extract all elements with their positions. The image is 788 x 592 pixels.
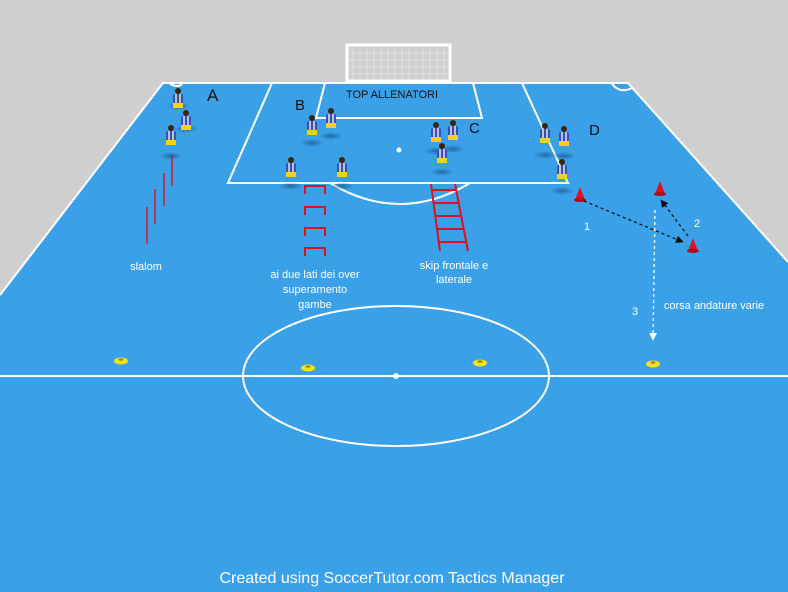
pitch-surface: [0, 83, 788, 592]
player: [174, 110, 198, 133]
label-over-line2: superamento: [283, 284, 347, 296]
player: [552, 126, 576, 160]
label-skip-line1: skip frontale e: [420, 260, 488, 272]
arrow-route-2: [660, 199, 689, 237]
yellow-markers: [114, 357, 660, 372]
station-label-c: C: [469, 120, 480, 137]
center-circle: [242, 305, 550, 447]
label-over-line1: ai due lati dei over: [270, 269, 360, 281]
route-number-3: 3: [632, 306, 638, 318]
player: [550, 159, 574, 195]
corner-arc-left: [169, 83, 183, 87]
label-over-line3: gambe: [298, 299, 332, 311]
players: [159, 88, 576, 195]
red-cones: [574, 181, 699, 253]
route-number-1: 1: [584, 221, 590, 233]
red-cone: [687, 238, 699, 253]
center-spot: [393, 373, 399, 379]
station-label-a: A: [207, 86, 219, 105]
goal-area: [314, 82, 484, 119]
player: [159, 125, 183, 160]
player: [533, 123, 557, 159]
movement-arrows: [583, 199, 689, 243]
yellow-marker: [114, 357, 128, 365]
player: [441, 120, 465, 153]
player: [279, 157, 303, 190]
label-slalom: slalom: [130, 261, 162, 273]
yellow-marker: [473, 359, 487, 367]
player: [430, 143, 454, 176]
penalty-arc: [329, 182, 471, 205]
agility-ladder: [430, 183, 469, 252]
penalty-spot: [396, 147, 402, 153]
player: [330, 157, 354, 190]
player: [166, 88, 190, 110]
label-skip-line2: laterale: [436, 274, 472, 286]
player: [300, 115, 324, 147]
red-cone: [654, 181, 666, 196]
corner-arc-right: [611, 83, 633, 92]
goal: [345, 43, 452, 83]
red-cone: [574, 187, 586, 202]
footer-credit: Created using SoccerTutor.com Tactics Ma…: [219, 570, 565, 587]
route-number-2: 2: [694, 218, 700, 230]
yellow-marker: [646, 360, 660, 368]
slalom-poles: [146, 155, 173, 244]
arrow-route-3: [649, 209, 658, 341]
hurdles: [304, 185, 326, 256]
box-label: TOP ALLENATORI: [346, 89, 438, 101]
yellow-marker: [301, 364, 315, 372]
player: [319, 108, 343, 140]
station-label-d: D: [589, 122, 600, 139]
label-corsa: corsa andature varie: [664, 300, 764, 312]
station-label-b: B: [295, 97, 305, 114]
